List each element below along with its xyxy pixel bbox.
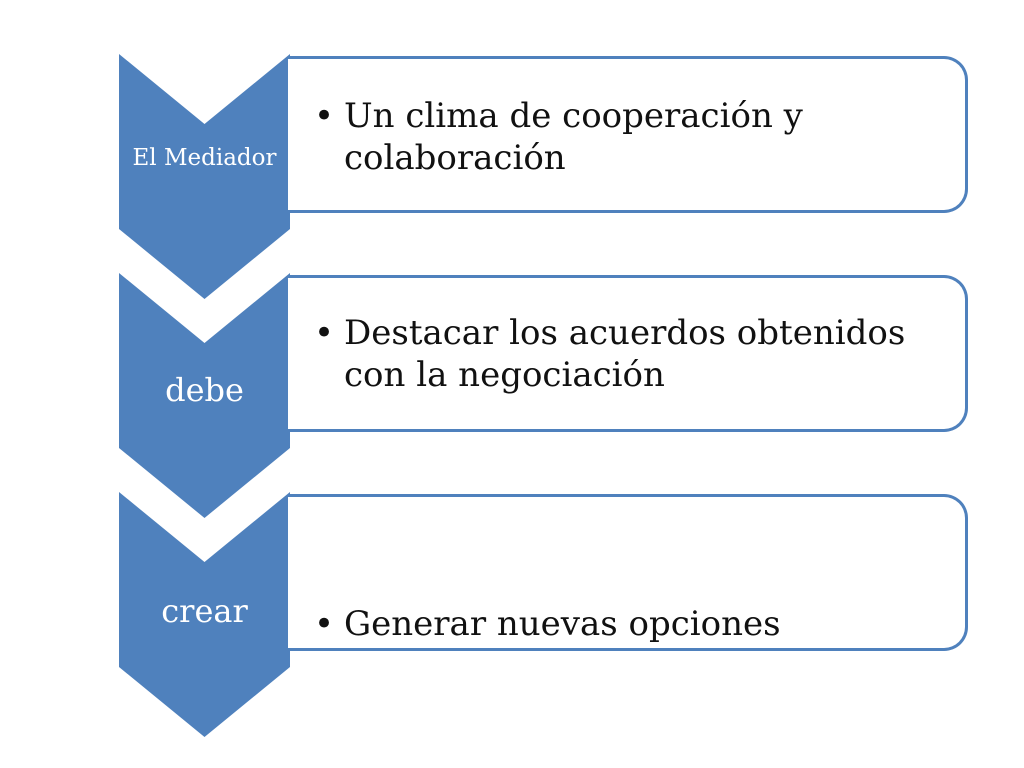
chevron-label-1: El Mediador <box>132 145 277 171</box>
bullet-list-1: • Un clima de cooperación y colaboración <box>314 95 947 179</box>
chevron-step-1: El Mediador <box>119 54 290 299</box>
bullet-dot-icon: • <box>314 604 335 644</box>
content-box-1: • Un clima de cooperación y colaboración <box>288 56 968 213</box>
bullet-item-3: • Generar nuevas opciones <box>314 603 947 645</box>
bullet-text-1: Un clima de cooperación y colaboración <box>344 96 803 178</box>
chevron-shape-1 <box>119 54 290 299</box>
bullet-dot-icon: • <box>314 96 335 136</box>
chevron-step-2: debe <box>119 273 290 518</box>
chevron-step-3: crear <box>119 492 290 737</box>
bullet-text-2: Destacar los acuerdos obtenidos con la n… <box>344 313 906 395</box>
chevron-shape-3 <box>119 492 290 737</box>
bullet-dot-icon: • <box>314 313 335 353</box>
chevron-label-3: crear <box>161 592 248 630</box>
bullet-item-1: • Un clima de cooperación y colaboración <box>314 95 947 179</box>
chevron-shape-2 <box>119 273 290 518</box>
bullet-list-2: • Destacar los acuerdos obtenidos con la… <box>314 312 947 396</box>
content-box-3: • Generar nuevas opciones <box>288 494 968 651</box>
chevron-label-2: debe <box>165 371 244 409</box>
bullet-text-3: Generar nuevas opciones <box>344 604 781 644</box>
content-box-2: • Destacar los acuerdos obtenidos con la… <box>288 275 968 432</box>
bullet-list-3: • Generar nuevas opciones <box>314 603 947 645</box>
bullet-item-2: • Destacar los acuerdos obtenidos con la… <box>314 312 947 396</box>
